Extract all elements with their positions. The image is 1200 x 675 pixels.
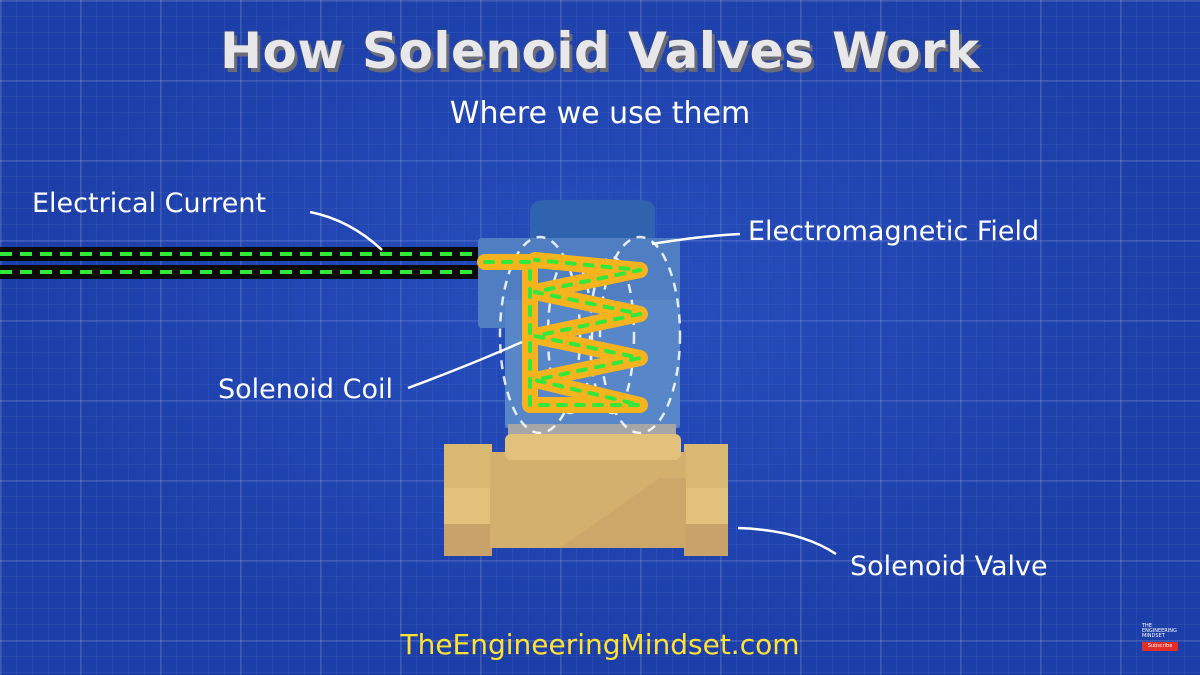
channel-watermark: THE ENGINEERING MINDSET Subscribe — [1142, 624, 1186, 654]
label-solenoid-coil: Solenoid Coil — [218, 374, 393, 405]
brand-line-2: ENGINEERING — [1142, 628, 1177, 634]
valve-bonnet — [505, 434, 681, 460]
valve-port-left-base — [444, 524, 492, 556]
label-electromagnetic-field: Electromagnetic Field — [748, 216, 1040, 247]
valve-port-right-band — [684, 488, 728, 524]
valve-port-right-base — [684, 524, 728, 556]
label-leader-lines — [309, 210, 837, 556]
footer-website: TheEngineeringMindset.com — [400, 628, 800, 661]
solenoid-coil — [477, 252, 648, 413]
subscribe-button[interactable]: Subscribe — [1142, 642, 1178, 651]
label-electrical-current: Electrical Current — [32, 188, 267, 219]
leader-solenoid-valve — [737, 526, 837, 556]
field-loop-outer-right — [598, 235, 682, 435]
electrical-wires — [0, 247, 490, 279]
valve-body — [444, 434, 728, 556]
leader-solenoid-coil — [407, 340, 523, 390]
field-loop-outer-left — [498, 235, 582, 435]
brand-line-1: THE — [1142, 623, 1152, 629]
leader-electromagnetic-field — [651, 232, 741, 246]
valve-port-left-band — [444, 488, 492, 524]
page-subtitle: Where we use them — [449, 96, 751, 131]
brand-line-3: MINDSET — [1142, 633, 1165, 639]
solenoid-top-cap — [530, 200, 655, 250]
label-solenoid-valve: Solenoid Valve — [850, 551, 1048, 582]
leader-electrical-current — [309, 210, 383, 251]
valve-diagonal-seat — [490, 478, 686, 548]
coil-current-flow — [483, 258, 642, 407]
page-title: How Solenoid Valves Work — [220, 22, 980, 80]
